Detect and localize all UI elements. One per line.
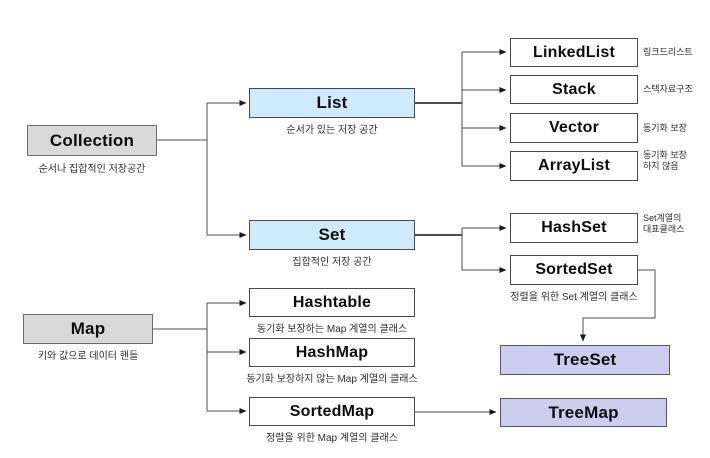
- node-list-label: List: [316, 93, 348, 112]
- node-sortedset: SortedSet: [510, 255, 638, 285]
- node-map-subtitle: 키와 값으로 데이터 핸들: [37, 351, 139, 362]
- node-arraylist-note: 동기화 보장 하지 않음: [643, 150, 687, 171]
- node-linkedlist-label: LinkedList: [532, 43, 615, 61]
- node-list-subtitle: 순서가 있는 저장 공간: [286, 125, 378, 136]
- node-hashset-note: Set계열의 대표클래스: [643, 213, 685, 234]
- node-sortedset-label: SortedSet: [535, 261, 613, 278]
- node-hashtable-subtitle: 동기화 보장하는 Map 계열의 클래스: [256, 324, 408, 335]
- node-set-subtitle: 집합적인 저장 공간: [292, 257, 372, 268]
- node-stack-note: 스택자료구조: [643, 84, 693, 94]
- node-stack-label: Stack: [552, 80, 596, 98]
- node-treemap-label: TreeMap: [548, 402, 619, 422]
- node-hashmap: HashMap: [249, 338, 415, 367]
- node-hashmap-label: HashMap: [295, 343, 369, 361]
- node-sortedset-subtitle: 정렬을 위한 Set 계열의 클래스: [510, 292, 638, 303]
- node-map: Map: [23, 314, 153, 344]
- node-hashmap-subtitle: 동기화 보장하지 않는 Map 계열의 클래스: [246, 374, 418, 385]
- node-collection-label: Collection: [49, 130, 135, 150]
- node-treeset-label: TreeSet: [553, 350, 617, 369]
- edge-sortedset-treeset: [580, 269, 656, 342]
- node-sortedmap-subtitle: 정렬을 위한 Map 계열의 클래스: [266, 433, 398, 444]
- node-list: List: [249, 88, 415, 118]
- node-set: Set: [249, 220, 415, 250]
- node-stack: Stack: [510, 75, 638, 104]
- node-set-label: Set: [318, 225, 346, 244]
- node-hashtable-label: Hashtable: [292, 293, 372, 311]
- node-hashset-label: HashSet: [541, 219, 607, 236]
- node-sortedmap-label: SortedMap: [289, 402, 375, 420]
- node-map-label: Map: [70, 319, 106, 338]
- node-sortedmap: SortedMap: [249, 397, 415, 426]
- node-collection: Collection: [27, 125, 157, 156]
- node-linkedlist: LinkedList: [510, 38, 638, 67]
- node-arraylist-label: ArrayList: [537, 157, 611, 174]
- node-arraylist: ArrayList: [510, 151, 638, 181]
- node-treemap: TreeMap: [500, 398, 667, 427]
- node-collection-subtitle: 순서나 집합적인 저장공간: [38, 164, 146, 175]
- node-vector-note: 동기화 보장: [643, 123, 687, 133]
- node-hashset: HashSet: [510, 213, 638, 243]
- node-hashtable: Hashtable: [249, 288, 415, 317]
- node-vector-label: Vector: [548, 119, 600, 136]
- node-treeset: TreeSet: [500, 345, 670, 375]
- node-linkedlist-note: 링크드리스트: [643, 47, 693, 57]
- node-vector: Vector: [510, 113, 638, 143]
